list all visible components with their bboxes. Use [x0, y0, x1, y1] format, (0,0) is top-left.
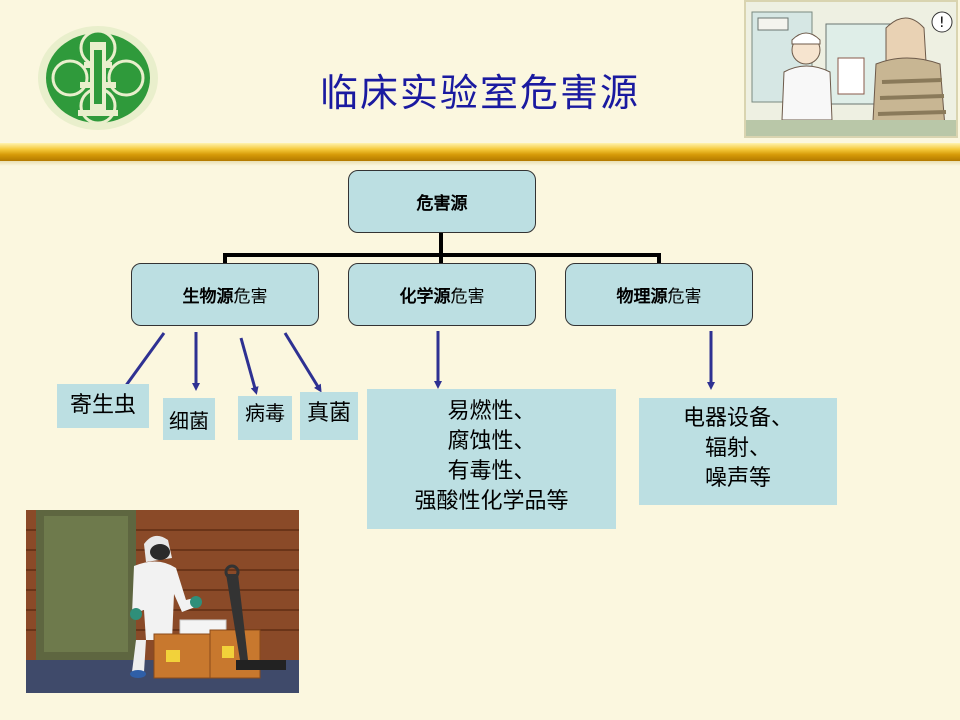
- root-node-hazard-sources: 危害源: [348, 170, 536, 233]
- leaf-line: 易燃性、: [447, 399, 536, 424]
- root-node-label: 危害源: [416, 194, 468, 214]
- category-node-biological: 生物源危害: [131, 263, 319, 326]
- tree-lines: [223, 233, 661, 263]
- leaf-line: 强酸性化学品等: [414, 489, 569, 514]
- header-divider-shadow: [0, 161, 960, 166]
- doctor-patient-cartoon: !: [744, 0, 958, 138]
- category-node-chemical: 化学源危害: [348, 263, 536, 326]
- leaf-line: 辐射、: [704, 436, 771, 461]
- leaf-line: 噪声等: [704, 466, 771, 491]
- category-bold-label: 生物源: [182, 287, 234, 307]
- category-normal-label: 危害: [450, 287, 485, 307]
- category-node-physical: 物理源危害: [565, 263, 753, 326]
- header-divider: [0, 143, 960, 161]
- category-normal-label: 危害: [233, 287, 268, 307]
- hazmat-worker-photo: [26, 510, 299, 693]
- leaf-parasite: 寄生虫: [57, 384, 149, 428]
- leaf-line: 腐蚀性、: [447, 429, 536, 454]
- svg-text:!: !: [939, 15, 945, 31]
- leaf-line: 有毒性、: [447, 459, 536, 484]
- leaf-chemical-list: 易燃性、 腐蚀性、 有毒性、 强酸性化学品等: [367, 389, 616, 529]
- hospital-emblem-icon: [38, 26, 158, 130]
- leaf-bacteria: 细菌: [163, 398, 215, 440]
- leaf-virus: 病毒: [238, 396, 292, 440]
- category-normal-label: 危害: [667, 287, 702, 307]
- leaf-arrows: [120, 331, 715, 395]
- category-bold-label: 化学源: [399, 287, 451, 307]
- leaf-fungus: 真菌: [300, 392, 358, 440]
- leaf-physical-list: 电器设备、 辐射、 噪声等: [639, 398, 837, 505]
- category-bold-label: 物理源: [616, 287, 668, 307]
- slide-title: 临床实验室危害源: [319, 71, 640, 115]
- leaf-line: 电器设备、: [682, 406, 793, 431]
